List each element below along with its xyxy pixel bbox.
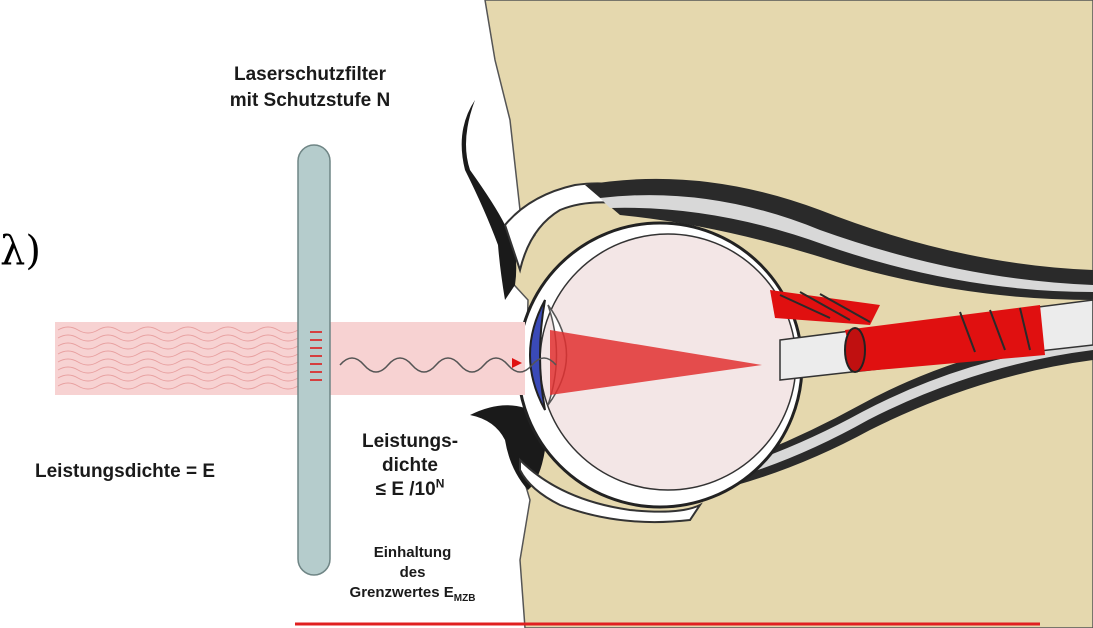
- limit-label-subscript: MZB: [454, 593, 476, 604]
- limit-label-line1: Einhaltung: [330, 543, 495, 563]
- limit-label-line2: des: [330, 563, 495, 583]
- upper-eyelid: [462, 100, 517, 300]
- limit-compliance-label: Einhaltung des Grenzwertes EMZB: [330, 543, 495, 603]
- incoming-power-density-label: Leistungsdichte = E: [35, 460, 215, 484]
- cropped-formula-fragment: λ): [0, 228, 41, 274]
- transmitted-label-exponent: N: [436, 477, 445, 491]
- filter-label-line1: Laserschutzfilter: [195, 62, 425, 88]
- optic-nerve-end: [845, 328, 865, 372]
- transmitted-power-density-label: Leistungs- dichte ≤ E /10N: [335, 430, 485, 502]
- transmitted-label-line3: ≤ E /10N: [335, 478, 485, 502]
- incoming-label-text: Leistungsdichte = E: [35, 460, 215, 484]
- limit-label-line3: Grenzwertes EMZB: [330, 583, 495, 603]
- laser-protection-filter: [298, 145, 330, 575]
- filter-label: Laserschutzfilter mit Schutzstufe N: [195, 62, 425, 114]
- transmitted-label-line2: dichte: [335, 454, 485, 478]
- filter-label-line2: mit Schutzstufe N: [195, 88, 425, 114]
- transmitted-label-formula: ≤ E /10: [376, 479, 436, 500]
- limit-label-text: Grenzwertes E: [350, 584, 454, 601]
- transmitted-label-line1: Leistungs-: [335, 430, 485, 454]
